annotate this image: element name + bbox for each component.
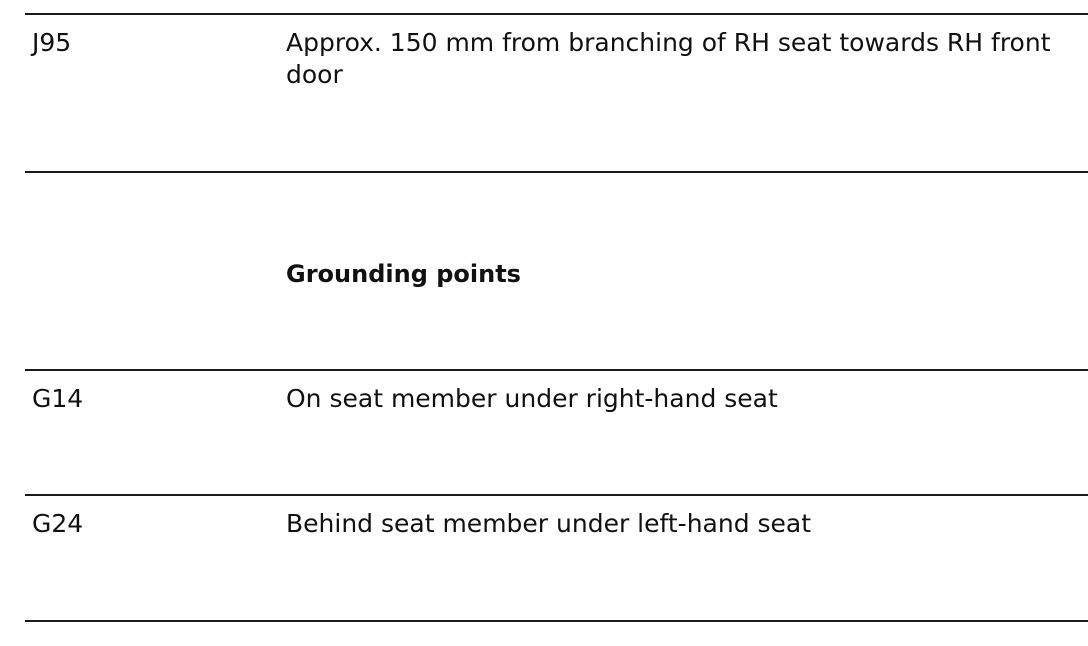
row-code-j95: J95: [32, 28, 72, 57]
row-description-j95: Approx. 150 mm from branching of RH seat…: [286, 28, 1051, 89]
row-description-g14: On seat member under right-hand seat: [286, 384, 778, 413]
row-code-g14: G14: [32, 384, 84, 413]
table-rule: [25, 171, 1088, 173]
table-rule: [25, 494, 1088, 496]
row-description-g24: Behind seat member under left-hand seat: [286, 509, 812, 538]
table-rule: [25, 620, 1088, 622]
table-rule: [25, 369, 1088, 371]
table-rule: [25, 13, 1088, 15]
row-code-g24: G24: [32, 509, 84, 538]
section-heading: Grounding points: [286, 260, 521, 288]
